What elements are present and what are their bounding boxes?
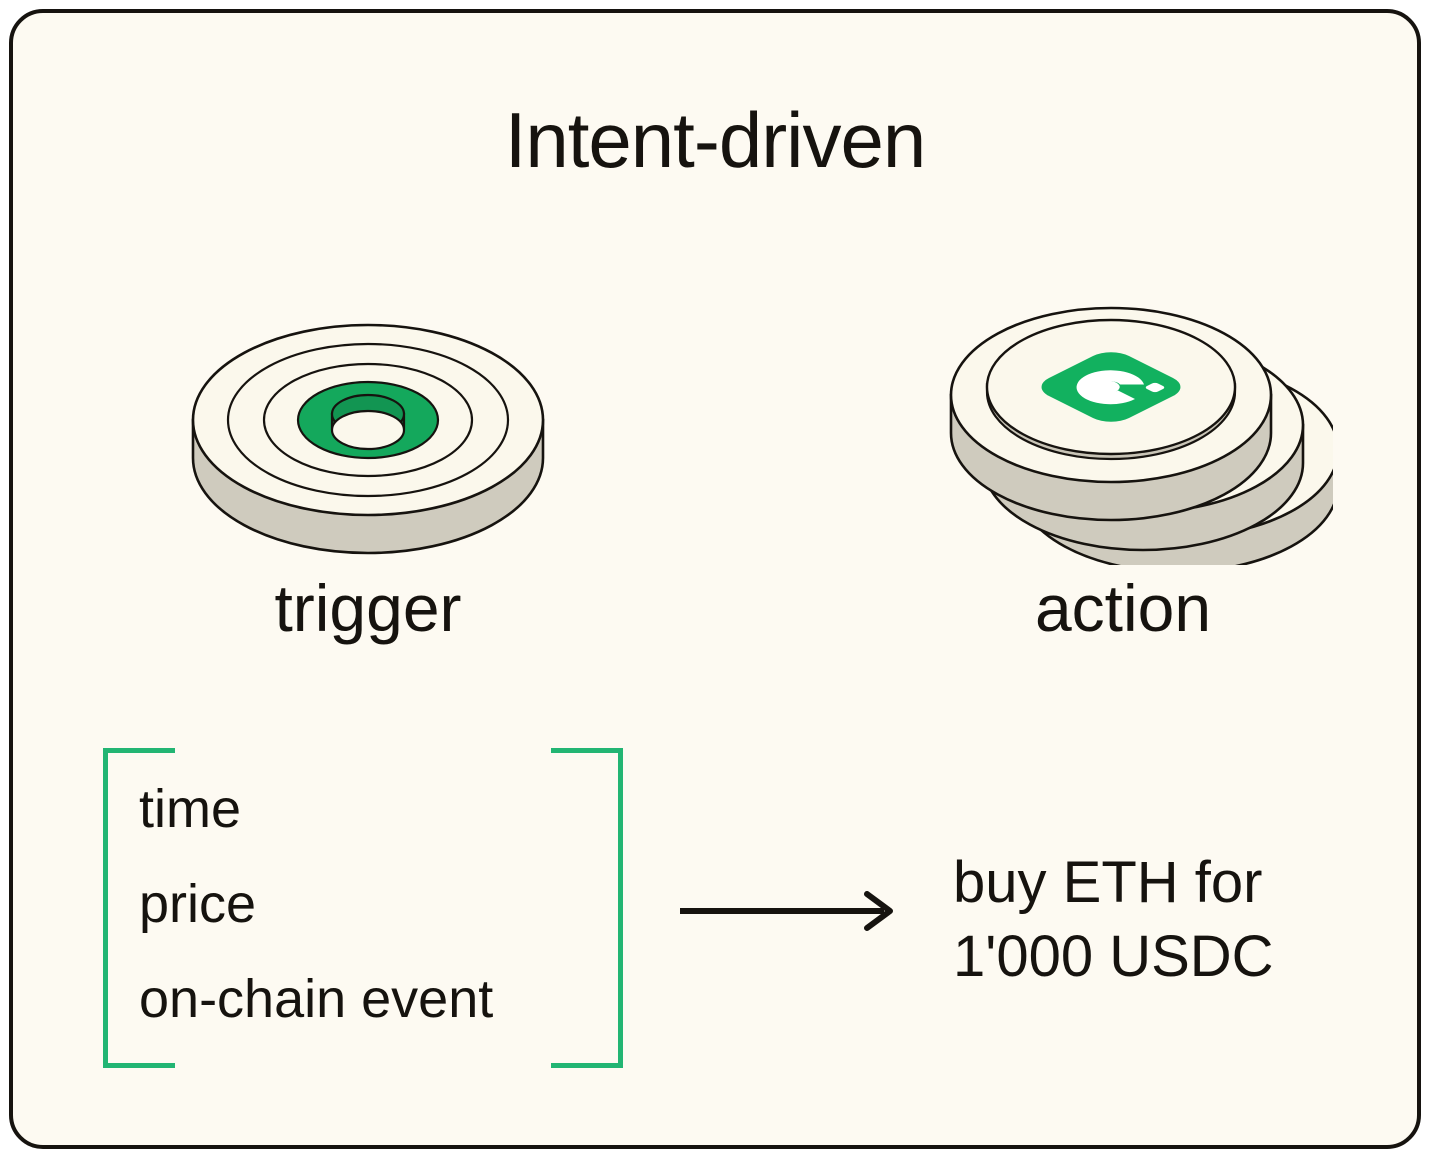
arrow-right-icon <box>678 891 903 931</box>
page-title: Intent-driven <box>504 96 927 184</box>
action-description: buy ETH for 1'000 USDC <box>953 846 1393 994</box>
bracket-left <box>103 748 175 1068</box>
action-line: buy ETH for <box>953 850 1263 915</box>
bracket-right <box>551 748 623 1068</box>
action-label: action <box>1034 571 1212 645</box>
trigger-icon-column: trigger <box>158 275 578 675</box>
action-icon-column: action <box>913 275 1333 675</box>
stacked-discs-icon <box>913 275 1333 565</box>
intent-driven-card: Intent-driven <box>9 9 1421 1149</box>
action-line: 1'000 USDC <box>953 924 1274 990</box>
list-item: price <box>139 874 257 934</box>
spiral-token-glyph-icon <box>1076 370 1165 405</box>
trigger-label: trigger <box>274 571 462 645</box>
list-item: time <box>139 779 242 839</box>
flow-row: time price on-chain event buy ETH for 1'… <box>13 728 1417 1108</box>
list-item: on-chain event <box>139 969 494 1029</box>
bullseye-target-disc-icon <box>158 275 578 565</box>
trigger-options-list: time price on-chain event <box>139 782 599 1026</box>
trigger-options-bracket: time price on-chain event <box>103 748 623 1068</box>
